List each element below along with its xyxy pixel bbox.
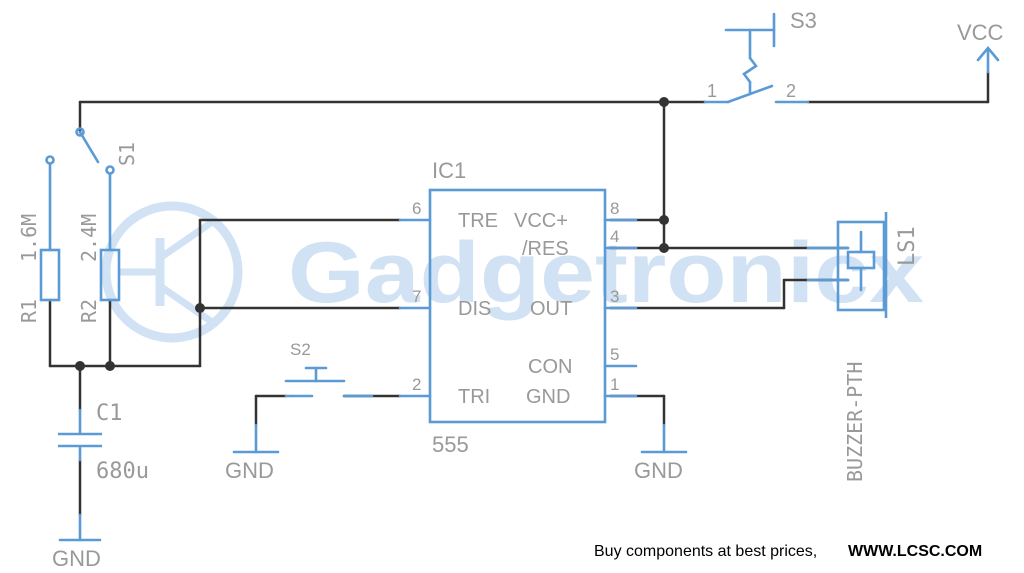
- ic1-pin-2-number: 2: [412, 375, 421, 394]
- capacitor-c1[interactable]: C1 680u: [58, 401, 149, 484]
- ls1-ref-label: LS1: [895, 226, 920, 266]
- ic1-pin-6-number: 6: [412, 199, 421, 218]
- gnd-symbol-s2: GND: [225, 423, 280, 483]
- ic1-part-label: 555: [432, 432, 469, 457]
- ic1-ref-label: IC1: [432, 158, 466, 183]
- r2-value-label: 2.4M: [77, 214, 101, 262]
- gnd-ic-label: GND: [634, 458, 683, 483]
- s3-pin1-label: 1: [707, 81, 717, 101]
- vcc-symbol: VCC: [957, 20, 1004, 74]
- transistor-logo-icon: [101, 201, 243, 343]
- switch-s2[interactable]: S2: [284, 340, 374, 398]
- gnd-c1-label: GND: [52, 546, 101, 571]
- resistor-r1[interactable]: R1 1.6M: [17, 214, 61, 323]
- gnd-symbol-ic: GND: [634, 423, 688, 483]
- switch-s3[interactable]: S3 1 2: [703, 8, 817, 104]
- ic1-pin-7-number: 7: [412, 287, 421, 306]
- ic1-pin-gnd-label: GND: [526, 386, 570, 408]
- ic1-pin-5-number: 5: [610, 345, 619, 364]
- s3-pin2-label: 2: [786, 81, 796, 101]
- resistor-r2[interactable]: R2 2.4M: [77, 214, 121, 323]
- s3-ref-label: S3: [790, 8, 817, 33]
- c1-ref-label: C1: [96, 401, 123, 426]
- r2-ref-label: R2: [77, 299, 101, 323]
- ic1-pin-1-number: 1: [610, 375, 619, 394]
- footer-text: Buy components at best prices,: [594, 543, 817, 560]
- buzzer-ls1[interactable]: LS1 BUZZER-PTH: [806, 212, 920, 482]
- ic1-pin-res-label: /RES: [522, 238, 569, 260]
- footer-site-link[interactable]: WWW.LCSC.COM: [848, 543, 982, 560]
- s1-ref-label: S1: [115, 142, 139, 166]
- footer: Buy components at best prices, WWW.LCSC.…: [594, 543, 982, 560]
- r1-ref-label: R1: [17, 299, 41, 323]
- ic1-pin-vcc-label: VCC+: [514, 210, 568, 232]
- ic1-pin-dis-label: DIS: [458, 298, 491, 320]
- c1-value-label: 680u: [96, 459, 149, 484]
- gnd-symbol-c1: GND: [52, 513, 102, 571]
- ic1-pin-3-number: 3: [610, 287, 619, 306]
- ic1-pin-out-label: OUT: [530, 298, 572, 320]
- junctions: [75, 97, 669, 371]
- switch-s1[interactable]: S1: [45, 127, 140, 252]
- vcc-label: VCC: [957, 20, 1004, 45]
- ls1-value-label: BUZZER-PTH: [843, 362, 867, 482]
- ic1-pin-8-number: 8: [610, 199, 619, 218]
- gnd-s2-label: GND: [225, 458, 274, 483]
- ic1-pin-con-label: CON: [528, 356, 572, 378]
- ic1-555[interactable]: IC1 555 6 TRE 7 DIS 2 TRI 8 VCC+ 4 /RES …: [398, 158, 638, 457]
- ic1-pin-tre-label: TRE: [458, 210, 498, 232]
- ic1-pin-tri-label: TRI: [458, 386, 490, 408]
- ic1-pin-4-number: 4: [610, 227, 619, 246]
- r1-value-label: 1.6M: [17, 214, 41, 262]
- s2-ref-label: S2: [290, 340, 311, 359]
